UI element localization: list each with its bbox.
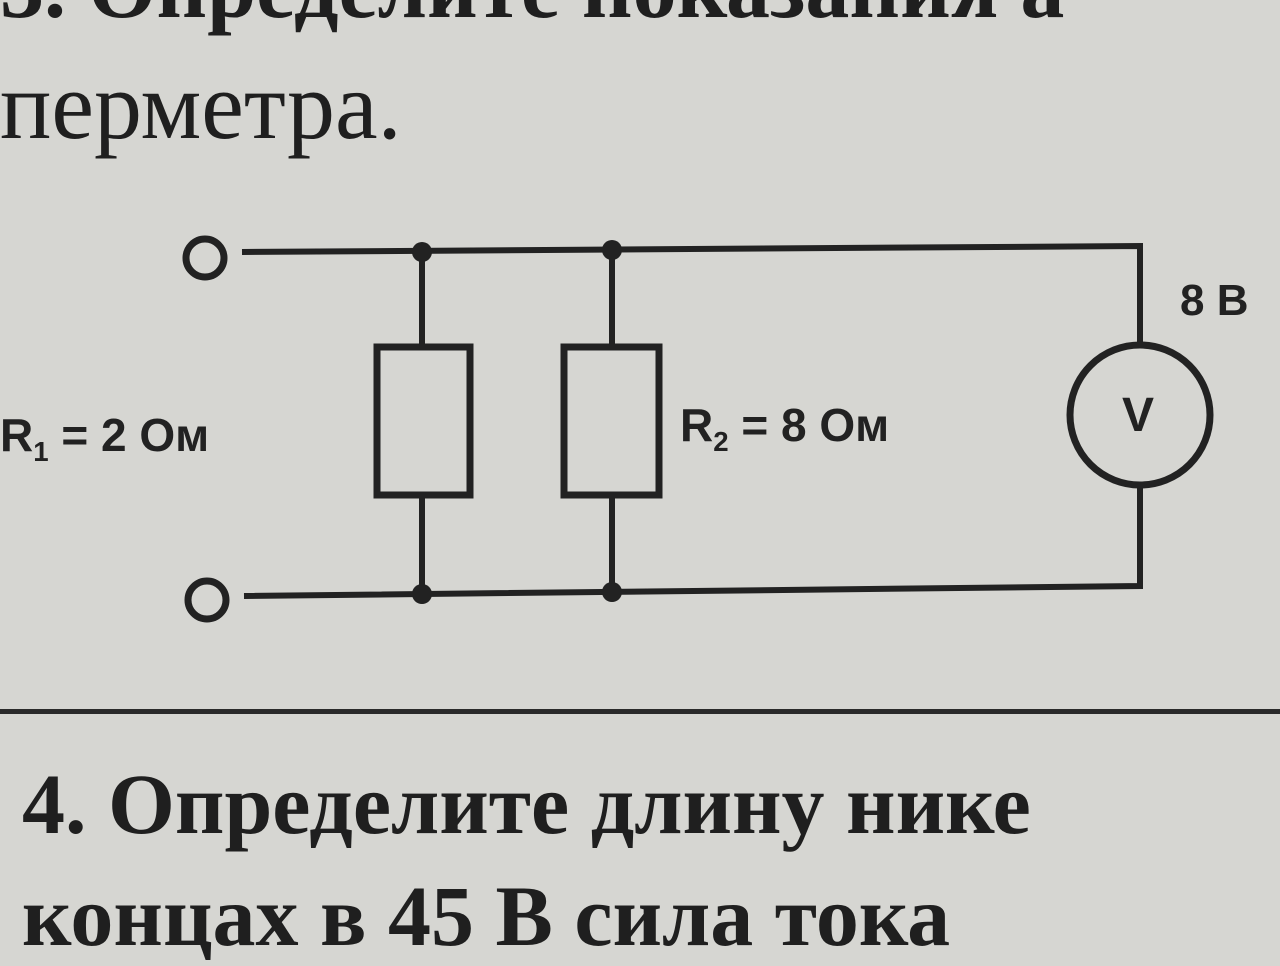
voltmeter-reading: 8 В — [1180, 276, 1249, 325]
voltmeter — [1066, 341, 1214, 489]
r1-label: R1 = 2 Ом — [0, 408, 209, 468]
r2-sub: 2 — [713, 426, 729, 458]
problem4-line1: 4. Определите длину нике — [22, 756, 1031, 852]
resistor-r1 — [373, 343, 474, 499]
junction-dot — [602, 240, 622, 260]
r1-sub: 1 — [33, 436, 49, 468]
r1-name: R — [0, 409, 34, 461]
problem4-line2: концах в 45 В сила тока — [22, 868, 951, 964]
r1-value: = 2 Ом — [61, 409, 210, 461]
terminal-top — [182, 235, 228, 281]
text-line-cut: 3. Определите показания а — [0, 0, 1064, 39]
junction-dot — [412, 584, 432, 604]
terminal-bottom — [184, 577, 230, 623]
voltmeter-symbol: V — [1122, 389, 1155, 442]
divider-line — [0, 709, 1280, 714]
junction-dot — [412, 242, 432, 262]
wire-bottom — [243, 487, 1143, 599]
text-line-amperemeter: перметра. — [0, 52, 402, 159]
r2-value: = 8 Ом — [741, 399, 890, 451]
r2-name: R — [680, 399, 714, 451]
resistor-r2 — [560, 343, 663, 499]
wire-top — [241, 242, 1143, 345]
r2-label: R2 = 8 Ом — [680, 398, 889, 458]
junction-dot — [602, 582, 622, 602]
